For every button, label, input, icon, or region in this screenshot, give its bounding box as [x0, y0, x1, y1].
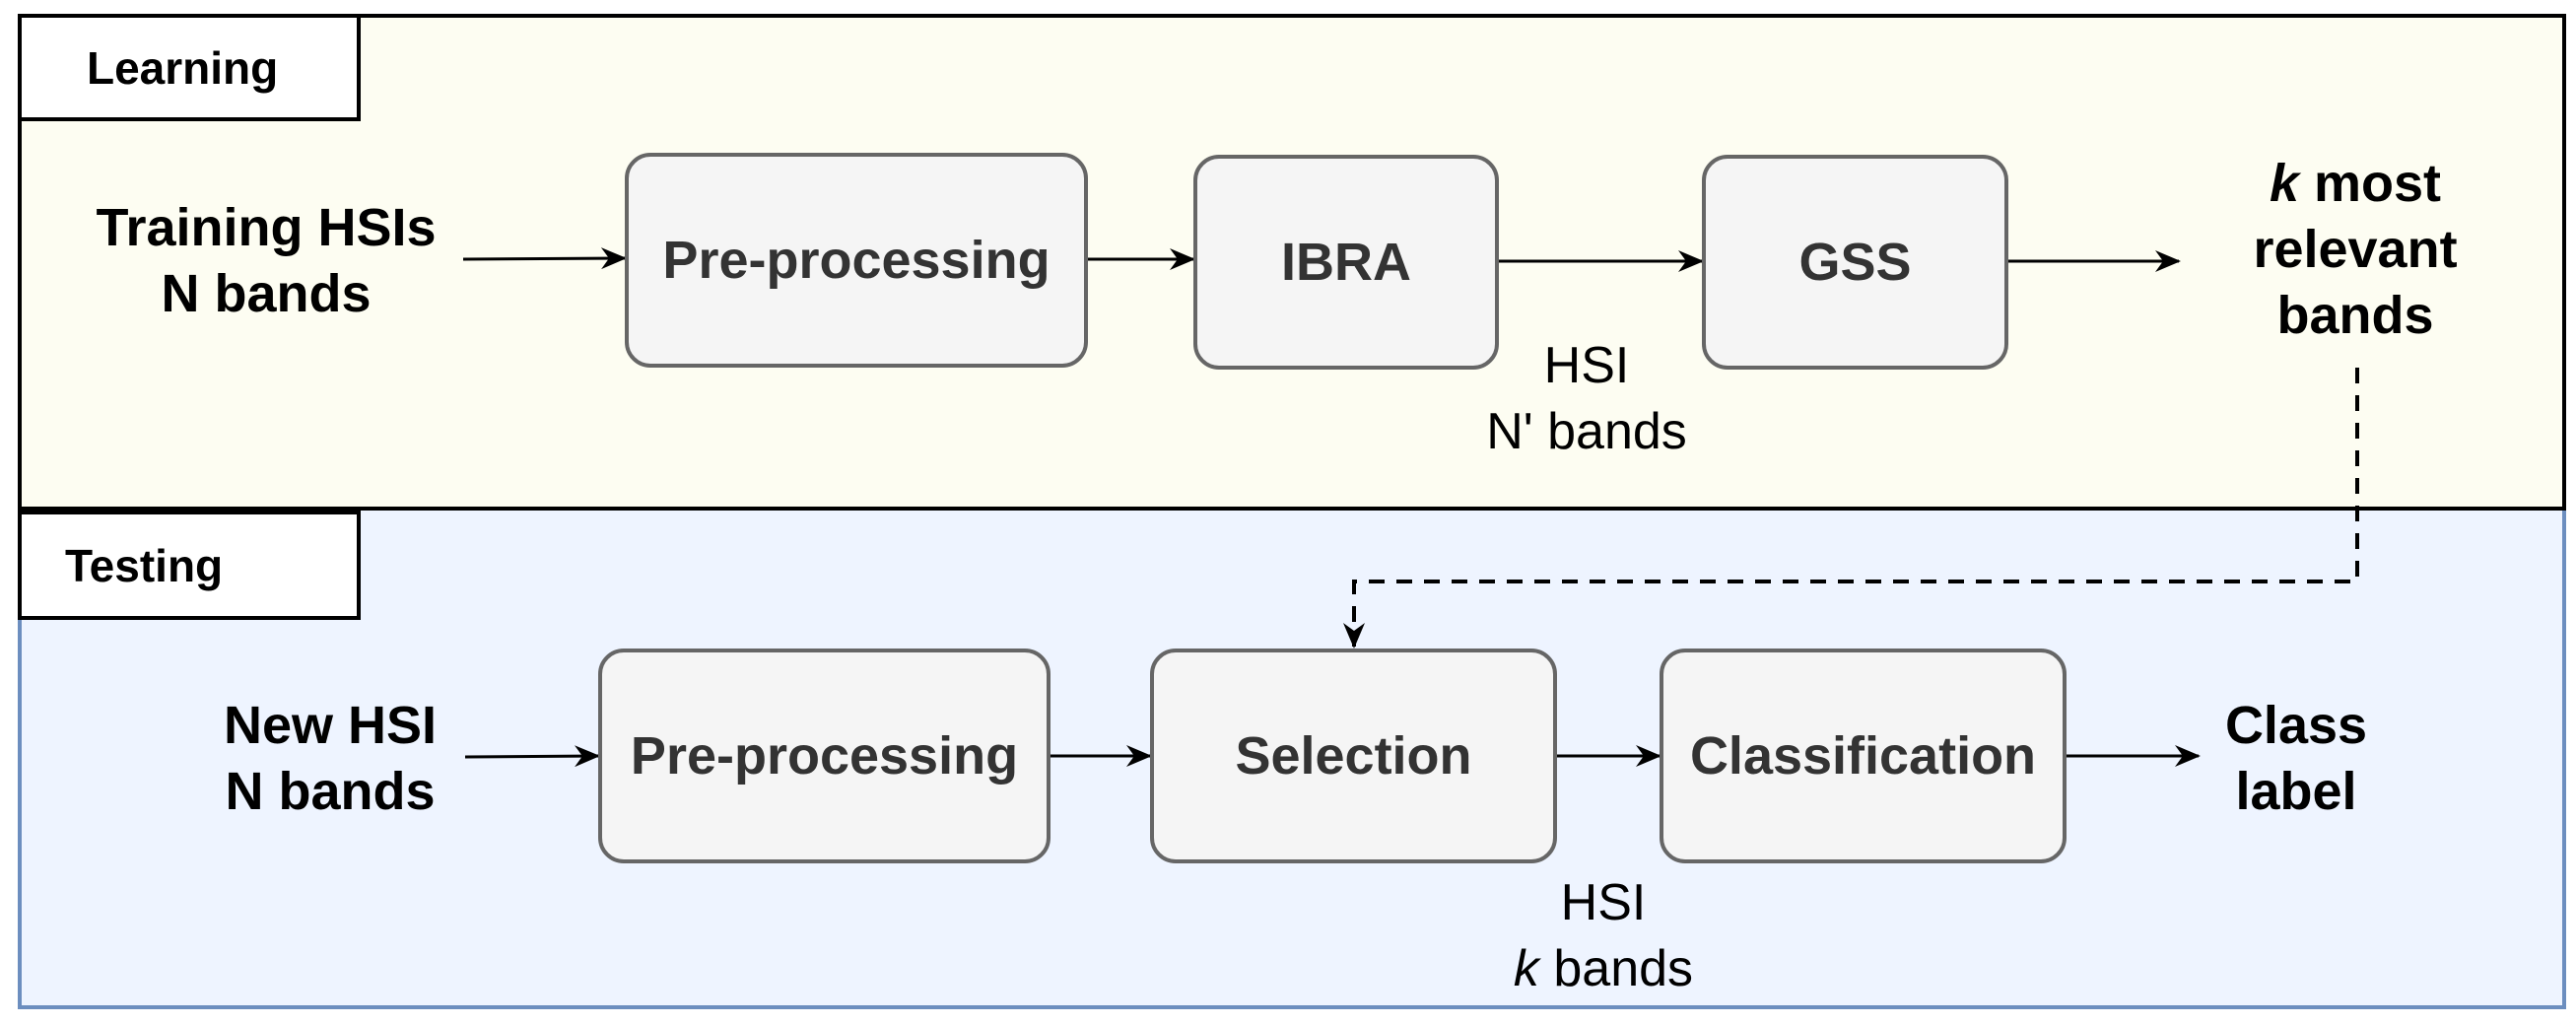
- learning-intermediate-line-2: N' bands: [1486, 403, 1687, 460]
- arrow-training-to-preprocessing: [462, 247, 627, 270]
- testing-intermediate-line-2: k bands: [1456, 936, 1751, 1002]
- ibra-box: IBRA: [1193, 155, 1499, 370]
- testing-intermediate-line-2-rest: bands: [1538, 940, 1694, 997]
- testing-intermediate-label: HSI k bands: [1456, 870, 1751, 1002]
- class-label-output: Class label: [2099, 693, 2493, 825]
- testing-preprocessing-box: Pre-processing: [598, 649, 1051, 863]
- new-hsi-input-label: New HSI N bands: [133, 693, 527, 825]
- relevant-bands-line-1-rest: most: [2299, 154, 2442, 213]
- learning-intermediate-line-1: HSI: [1543, 337, 1630, 394]
- arrow-newhsi-to-preprocessing: [464, 745, 600, 768]
- relevant-bands-line-1: k most: [2158, 151, 2552, 217]
- testing-tab: Testing: [18, 511, 361, 620]
- k-variable: k: [2269, 154, 2299, 213]
- training-input-line-2: N bands: [161, 264, 372, 323]
- k-variable: k: [1513, 940, 1539, 997]
- relevant-bands-line-2: relevant: [2253, 220, 2458, 279]
- arrow-relevant-bands-to-selection: [1343, 368, 2359, 649]
- class-label-line-1: Class: [2224, 696, 2368, 755]
- training-input-line-1: Training HSIs: [96, 198, 437, 257]
- new-hsi-line-2: N bands: [225, 762, 436, 821]
- relevant-bands-output-label: k most relevant bands: [2158, 151, 2552, 349]
- gss-box: GSS: [1702, 155, 2008, 370]
- learning-preprocessing-box: Pre-processing: [625, 153, 1088, 368]
- new-hsi-line-1: New HSI: [223, 696, 438, 755]
- classification-box: Classification: [1660, 649, 2067, 863]
- learning-tab: Learning: [18, 14, 361, 121]
- class-label-line-2: label: [2235, 762, 2357, 821]
- testing-intermediate-line-1: HSI: [1560, 874, 1647, 931]
- relevant-bands-line-3: bands: [2276, 286, 2434, 345]
- training-input-label: Training HSIs N bands: [69, 195, 463, 327]
- learning-intermediate-label: HSI N' bands: [1439, 333, 1734, 465]
- selection-box: Selection: [1150, 649, 1557, 863]
